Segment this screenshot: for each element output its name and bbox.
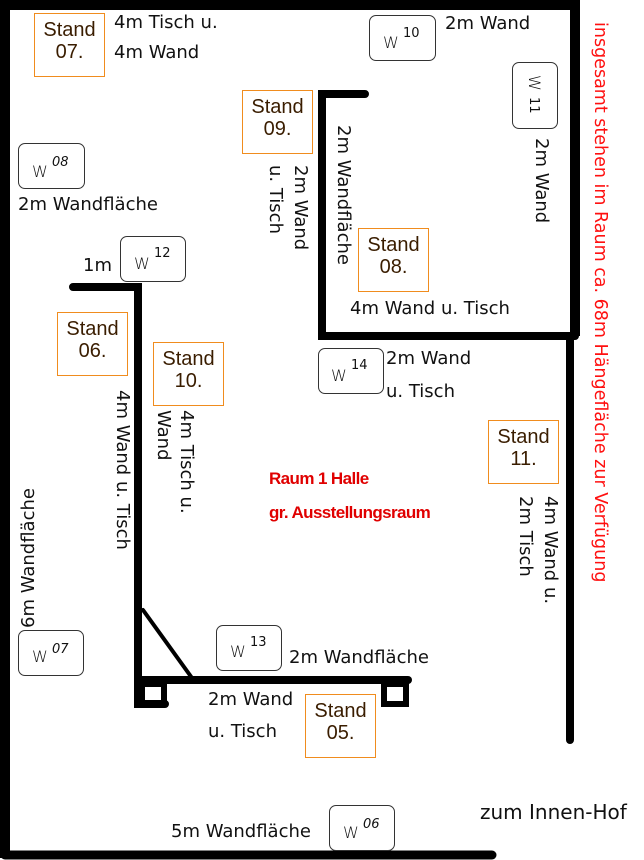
stand-07-word: Stand bbox=[43, 19, 96, 41]
inner-room-wall bbox=[318, 90, 579, 340]
stand-06-word: Stand bbox=[66, 318, 119, 340]
stand-05: Stand 05. bbox=[305, 694, 376, 758]
outer-wall-top-left bbox=[0, 0, 580, 858]
stand-05-number: 05. bbox=[326, 722, 355, 744]
wall-letter: W bbox=[32, 162, 48, 181]
stand-07: Stand 07. bbox=[34, 13, 105, 77]
stand-11-word: Stand bbox=[497, 426, 550, 448]
label-w06: 5m Wandfläche bbox=[171, 821, 311, 842]
stand-10-number: 10. bbox=[174, 370, 203, 392]
label-stand08: 4m Wand u. Tisch bbox=[350, 298, 510, 319]
stand-09-word: Stand bbox=[251, 96, 304, 118]
stand-11-number: 11. bbox=[510, 448, 537, 470]
label-w10: 2m Wand bbox=[445, 13, 531, 34]
wall-letter: W bbox=[331, 366, 347, 385]
wall-box-w07: W 07 bbox=[18, 630, 84, 676]
wall-number: 07 bbox=[52, 642, 69, 657]
wall-number: 06 bbox=[363, 817, 380, 832]
room-title-line1: Raum 1 Halle bbox=[269, 469, 369, 488]
stand-11: Stand 11. bbox=[488, 420, 559, 484]
stand-10: Stand 10. bbox=[153, 342, 224, 406]
label-stand07-table: 4m Tisch u. bbox=[114, 12, 218, 33]
wall-box-w10: W 10 bbox=[369, 15, 436, 61]
wall-number: 11 bbox=[526, 97, 541, 114]
wall-letter: W bbox=[134, 254, 150, 273]
wall-number: 08 bbox=[52, 155, 69, 170]
wall-number: 10 bbox=[403, 26, 420, 41]
wall-box-w14: W 14 bbox=[318, 348, 384, 394]
label-w14-table: u. Tisch bbox=[386, 381, 455, 402]
pillar-right bbox=[381, 681, 409, 707]
wall-box-w11: W 11 bbox=[512, 62, 558, 129]
diagonal-wall bbox=[141, 608, 194, 680]
pillar-left bbox=[139, 681, 167, 707]
wall-number: 14 bbox=[351, 358, 368, 373]
label-stand06: 4m Wand u. Tisch bbox=[112, 390, 133, 550]
label-stand05-wall: 2m Wand bbox=[208, 689, 294, 710]
label-w12: 1m bbox=[83, 255, 112, 276]
label-w07: 6m Wandfläche bbox=[18, 488, 39, 628]
stand-08-number: 08. bbox=[379, 256, 408, 278]
label-inner-wall: 2m Wandfläche bbox=[333, 125, 354, 265]
label-stand10-wall: Wand bbox=[153, 410, 174, 461]
wall-letter: W bbox=[525, 75, 544, 91]
room-title-line2: gr. Ausstellungsraum bbox=[269, 503, 431, 522]
label-w14-wall: 2m Wand bbox=[386, 348, 472, 369]
wall-number: 12 bbox=[154, 246, 171, 261]
label-stand11-table: 2m Tisch bbox=[515, 496, 536, 577]
label-stand09-wall: 2m Wand bbox=[290, 165, 311, 251]
wall-letter: W bbox=[230, 642, 246, 661]
label-w08: 2m Wandfläche bbox=[18, 194, 158, 215]
label-stand07-wall: 4m Wand bbox=[114, 42, 200, 63]
label-w11: 2m Wand bbox=[531, 138, 552, 224]
label-w13: 2m Wandfläche bbox=[289, 647, 429, 668]
stand-08: Stand 08. bbox=[358, 228, 429, 292]
label-stand09-table: u. Tisch bbox=[265, 165, 286, 234]
stand-07-number: 07. bbox=[55, 41, 84, 63]
stand-10-word: Stand bbox=[162, 348, 215, 370]
stand-06-number: 06. bbox=[78, 340, 107, 362]
label-stand11-wall: 4m Wand u. bbox=[540, 496, 561, 605]
stand-08-word: Stand bbox=[367, 234, 420, 256]
wall-box-w08: W 08 bbox=[18, 143, 85, 189]
stand-09: Stand 09. bbox=[242, 90, 313, 154]
wall-box-w13: W 13 bbox=[216, 625, 282, 671]
stand-05-word: Stand bbox=[314, 700, 367, 722]
label-stand10-table: 4m Tisch u. bbox=[176, 410, 197, 514]
exit-label: zum Innen-Hof bbox=[480, 800, 627, 824]
label-stand05-table: u. Tisch bbox=[208, 721, 277, 742]
wall-number: 13 bbox=[250, 635, 267, 650]
wall-letter: W bbox=[383, 33, 399, 52]
stand-06: Stand 06. bbox=[57, 312, 128, 376]
stand-09-number: 09. bbox=[263, 118, 292, 140]
wall-letter: W bbox=[343, 823, 359, 842]
hanging-space-note: insgesamt stehen im Raum ca. 68m Hängefl… bbox=[590, 22, 610, 583]
wall-box-w06: W 06 bbox=[329, 805, 395, 851]
wall-letter: W bbox=[32, 647, 48, 666]
wall-box-w12: W 12 bbox=[120, 236, 186, 282]
